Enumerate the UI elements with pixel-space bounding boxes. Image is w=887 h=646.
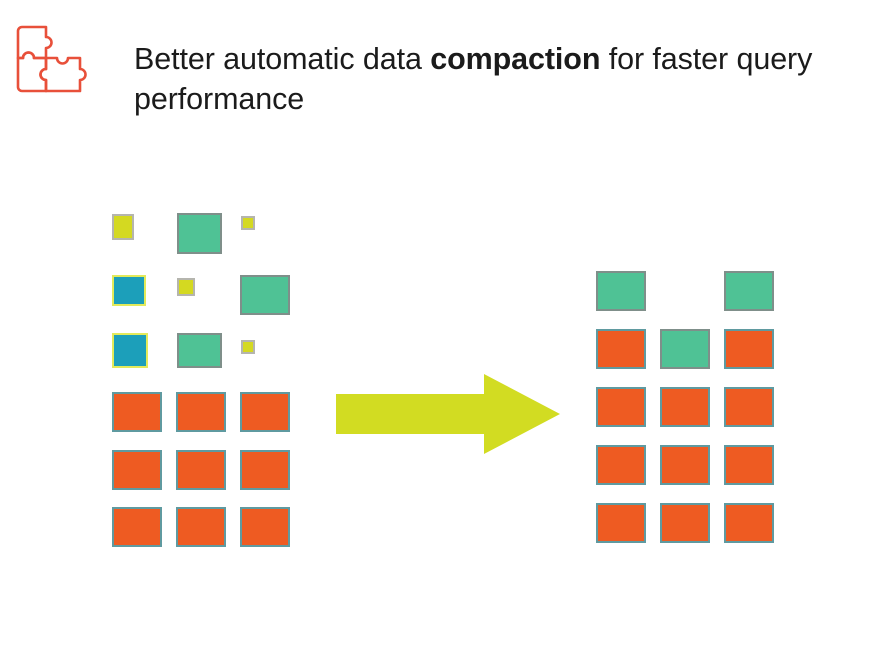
fragmented-block-r1c1 bbox=[112, 214, 134, 240]
fragmented-block-r4c2 bbox=[176, 392, 226, 432]
fragmented-block-r4c1 bbox=[112, 392, 162, 432]
fragmented-block-r2c1 bbox=[112, 275, 146, 306]
fragmented-block-r1c3 bbox=[241, 216, 255, 230]
compacted-block-r4c2 bbox=[660, 445, 710, 485]
page-title: Better automatic data compaction for fas… bbox=[134, 39, 864, 119]
title-emphasis: compaction bbox=[430, 42, 601, 77]
compacted-block-r5c1 bbox=[596, 503, 646, 543]
compacted-block-r2c3 bbox=[724, 329, 774, 369]
fragmented-block-r6c2 bbox=[176, 507, 226, 547]
fragmented-block-r3c1 bbox=[112, 333, 148, 368]
fragmented-block-r6c3 bbox=[240, 507, 290, 547]
title-suffix: for faster query performance bbox=[134, 42, 813, 117]
compaction-arrow-icon bbox=[336, 374, 560, 454]
compacted-block-r2c2 bbox=[660, 329, 710, 369]
compacted-block-r3c2 bbox=[660, 387, 710, 427]
compacted-block-r4c1 bbox=[596, 445, 646, 485]
compacted-block-r5c2 bbox=[660, 503, 710, 543]
compacted-block-r5c3 bbox=[724, 503, 774, 543]
fragmented-block-r3c3 bbox=[241, 340, 255, 354]
compacted-block-r3c3 bbox=[724, 387, 774, 427]
puzzle-pieces-icon bbox=[8, 17, 90, 99]
fragmented-block-r4c3 bbox=[240, 392, 290, 432]
fragmented-block-r1c2 bbox=[177, 213, 222, 254]
slide-header: Better automatic data compaction for fas… bbox=[0, 0, 887, 130]
fragmented-block-r6c1 bbox=[112, 507, 162, 547]
compacted-block-r2c1 bbox=[596, 329, 646, 369]
fragmented-block-r2c2 bbox=[177, 278, 195, 296]
fragmented-block-r2c3 bbox=[240, 275, 290, 315]
fragmented-block-r3c2 bbox=[177, 333, 222, 368]
title-prefix: Better automatic data bbox=[134, 42, 431, 77]
compacted-block-r4c3 bbox=[724, 445, 774, 485]
compacted-block-r1c3 bbox=[724, 271, 774, 311]
compacted-block-r3c1 bbox=[596, 387, 646, 427]
fragmented-block-r5c1 bbox=[112, 450, 162, 490]
fragmented-block-r5c2 bbox=[176, 450, 226, 490]
fragmented-block-r5c3 bbox=[240, 450, 290, 490]
compacted-block-r1c1 bbox=[596, 271, 646, 311]
